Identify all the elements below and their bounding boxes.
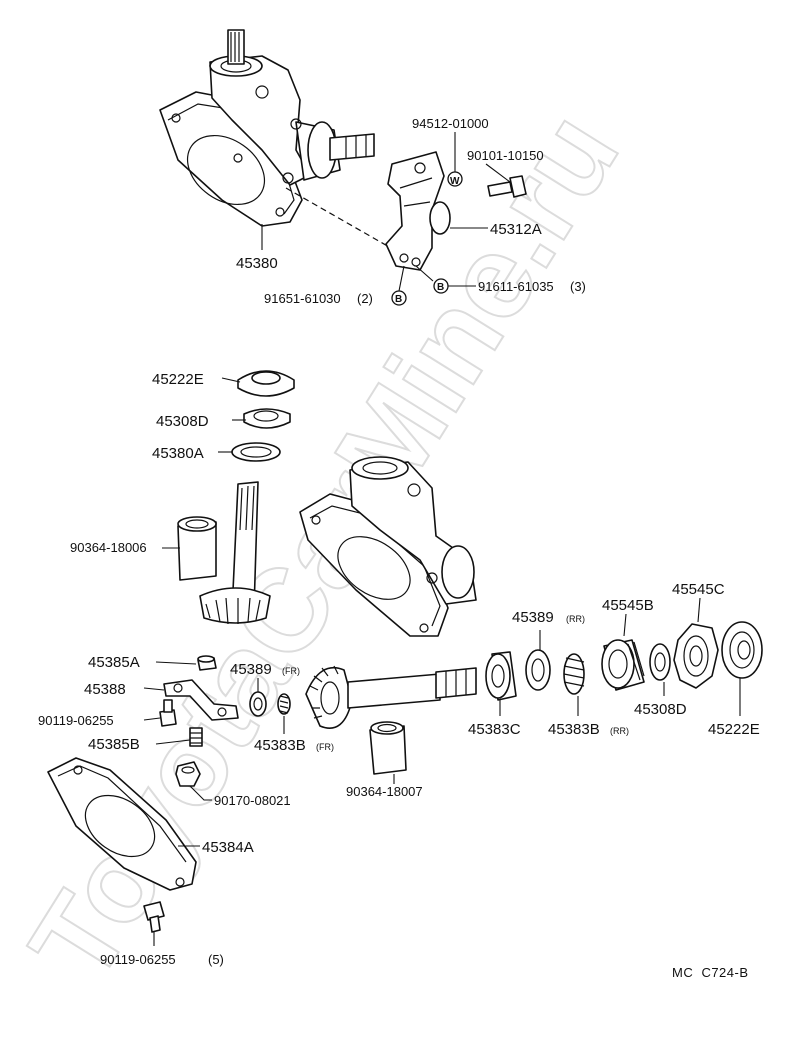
part-45389-rr-race[interactable] — [525, 649, 551, 691]
label-90119-06255-top[interactable]: 90119-06255 — [38, 713, 114, 728]
part-90119-06255-bolt-bottom[interactable] — [143, 901, 165, 933]
part-45308D-right-seal[interactable] — [649, 643, 671, 681]
label-45308D-top[interactable]: 45308D — [156, 413, 209, 430]
leader-45222E-top — [221, 377, 241, 383]
leader-45385B — [155, 739, 191, 745]
leader-45545B — [623, 613, 627, 637]
label-45380A[interactable]: 45380A — [152, 445, 204, 462]
part-45385A-plug[interactable] — [197, 655, 217, 671]
part-45380-gear-housing[interactable] — [159, 29, 375, 227]
leader-91611 — [415, 265, 476, 287]
part-45312A-bracket[interactable] — [385, 151, 451, 271]
symbol-w-circle: W — [447, 171, 463, 187]
part-45383B-rr-spring[interactable] — [563, 653, 585, 695]
part-90364-18007-bushing[interactable] — [369, 721, 407, 775]
part-45545B-adjusting-nut[interactable] — [601, 639, 645, 691]
part-drive-shaft-with-gear[interactable] — [305, 665, 477, 729]
leader-90170 — [189, 785, 212, 801]
label-45385A[interactable]: 45385A — [88, 654, 140, 671]
label-90119-bottom-qty: (5) — [208, 952, 224, 967]
label-45389-fr-sup: (FR) — [282, 666, 300, 676]
label-90364-18007[interactable]: 90364-18007 — [346, 784, 423, 799]
label-45312A[interactable]: 45312A — [490, 221, 542, 238]
part-90170-08021-nut[interactable] — [175, 761, 201, 787]
label-45383B-fr[interactable]: 45383B — [254, 737, 306, 754]
part-45388-lock-plate[interactable] — [163, 679, 239, 721]
part-gear-housing-middle[interactable] — [299, 456, 477, 637]
leader-91651 — [398, 265, 405, 292]
label-45389-rr[interactable]: 45389 — [512, 609, 554, 626]
label-45308D-right[interactable]: 45308D — [634, 701, 687, 718]
symbol-w: W — [450, 176, 460, 187]
label-45545C[interactable]: 45545C — [672, 581, 725, 598]
part-45383C-bearing[interactable] — [485, 651, 517, 701]
part-pinion-shaft[interactable] — [199, 481, 271, 625]
label-91611-qty: (3) — [570, 279, 586, 294]
label-45383B-rr[interactable]: 45383B — [548, 721, 600, 738]
leader-90101 — [485, 163, 511, 183]
part-45222E-right-cap[interactable] — [721, 621, 763, 679]
label-45545B[interactable]: 45545B — [602, 597, 654, 614]
part-45383B-fr-spring[interactable] — [277, 693, 291, 715]
leader-45545C — [697, 597, 701, 623]
symbol-b-left: B — [395, 294, 402, 305]
part-45384A-cover[interactable] — [47, 757, 197, 891]
leader-90119-top — [143, 717, 161, 721]
label-91651-61030[interactable]: 91651-61030 — [264, 291, 341, 306]
part-45389-fr-bearing[interactable] — [249, 691, 267, 717]
label-45383B-rr-sup: (RR) — [610, 726, 629, 736]
part-45222E-dust-cap[interactable] — [237, 370, 295, 397]
part-90119-06255-bolt-top[interactable] — [159, 699, 177, 727]
label-94512-01000[interactable]: 94512-01000 — [412, 116, 489, 131]
symbol-b-circle-right: B — [433, 278, 449, 294]
label-45222E-right[interactable]: 45222E — [708, 721, 760, 738]
part-45380A-gasket[interactable] — [231, 442, 281, 462]
label-90170-08021[interactable]: 90170-08021 — [214, 793, 291, 808]
label-90364-18006[interactable]: 90364-18006 — [70, 540, 147, 555]
label-45388[interactable]: 45388 — [84, 681, 126, 698]
part-90364-18006-bushing[interactable] — [177, 516, 217, 581]
leader-45388 — [143, 687, 165, 691]
part-45385B-set-screw[interactable] — [189, 727, 203, 747]
leader-45385A — [155, 661, 197, 665]
label-45385B[interactable]: 45385B — [88, 736, 140, 753]
label-91651-qty: (2) — [357, 291, 373, 306]
label-45380[interactable]: 45380 — [236, 255, 278, 272]
label-45383C[interactable]: 45383C — [468, 721, 521, 738]
label-45384A[interactable]: 45384A — [202, 839, 254, 856]
alignment-line — [285, 187, 399, 253]
label-45222E-top[interactable]: 45222E — [152, 371, 204, 388]
label-90119-06255-bottom[interactable]: 90119-06255 — [100, 952, 176, 967]
symbol-b-circle-left: B — [391, 290, 407, 306]
label-45389-fr[interactable]: 45389 — [230, 661, 272, 678]
part-45308D-oil-seal[interactable] — [243, 408, 291, 429]
part-90101-10150-bolt[interactable] — [487, 175, 527, 198]
symbol-b-right: B — [437, 282, 444, 293]
part-45545C-lock-nut[interactable] — [673, 623, 719, 689]
label-91611-61035[interactable]: 91611-61035 — [478, 279, 554, 294]
label-45389-rr-sup: (RR) — [566, 614, 585, 624]
label-90101-10150[interactable]: 90101-10150 — [467, 148, 544, 163]
label-45383B-fr-sup: (FR) — [316, 742, 334, 752]
diagram-code: MC C724-B — [672, 965, 749, 980]
